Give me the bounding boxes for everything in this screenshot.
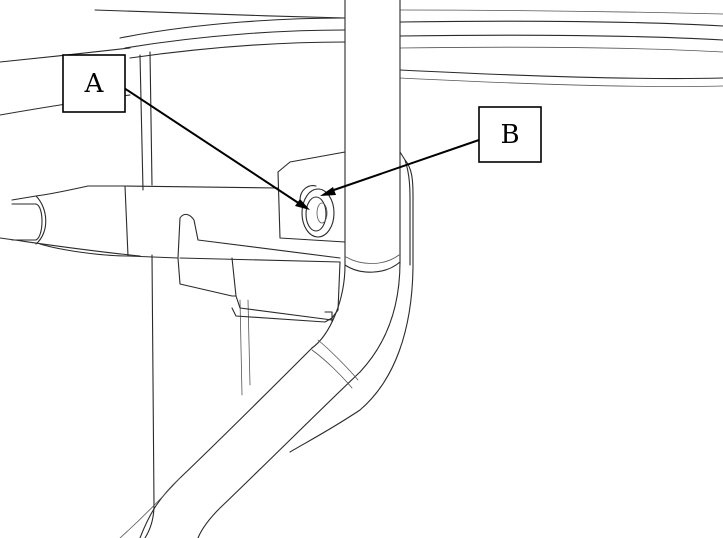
diagonal-tube (119, 261, 401, 538)
clamp-block (177, 257, 341, 323)
tub-body (139, 51, 251, 538)
callout-a-box (62, 54, 126, 113)
callout-b-label: B (500, 120, 519, 150)
callout-b-leader (327, 139, 480, 193)
callout-b-arrowhead (320, 187, 336, 196)
vertical-frame-tube (344, 0, 401, 273)
callout-b: B (320, 106, 542, 196)
horizontal-arm (11, 185, 341, 263)
bracket-plate (277, 151, 414, 453)
tub-rim (94, 9, 723, 87)
callout-a: A (62, 54, 310, 210)
callout-a-label: A (84, 69, 105, 99)
callout-b-box (478, 106, 542, 163)
callout-a-leader (123, 87, 304, 207)
fastener-bolt (299, 185, 335, 238)
callout-a-arrowhead (295, 199, 310, 210)
